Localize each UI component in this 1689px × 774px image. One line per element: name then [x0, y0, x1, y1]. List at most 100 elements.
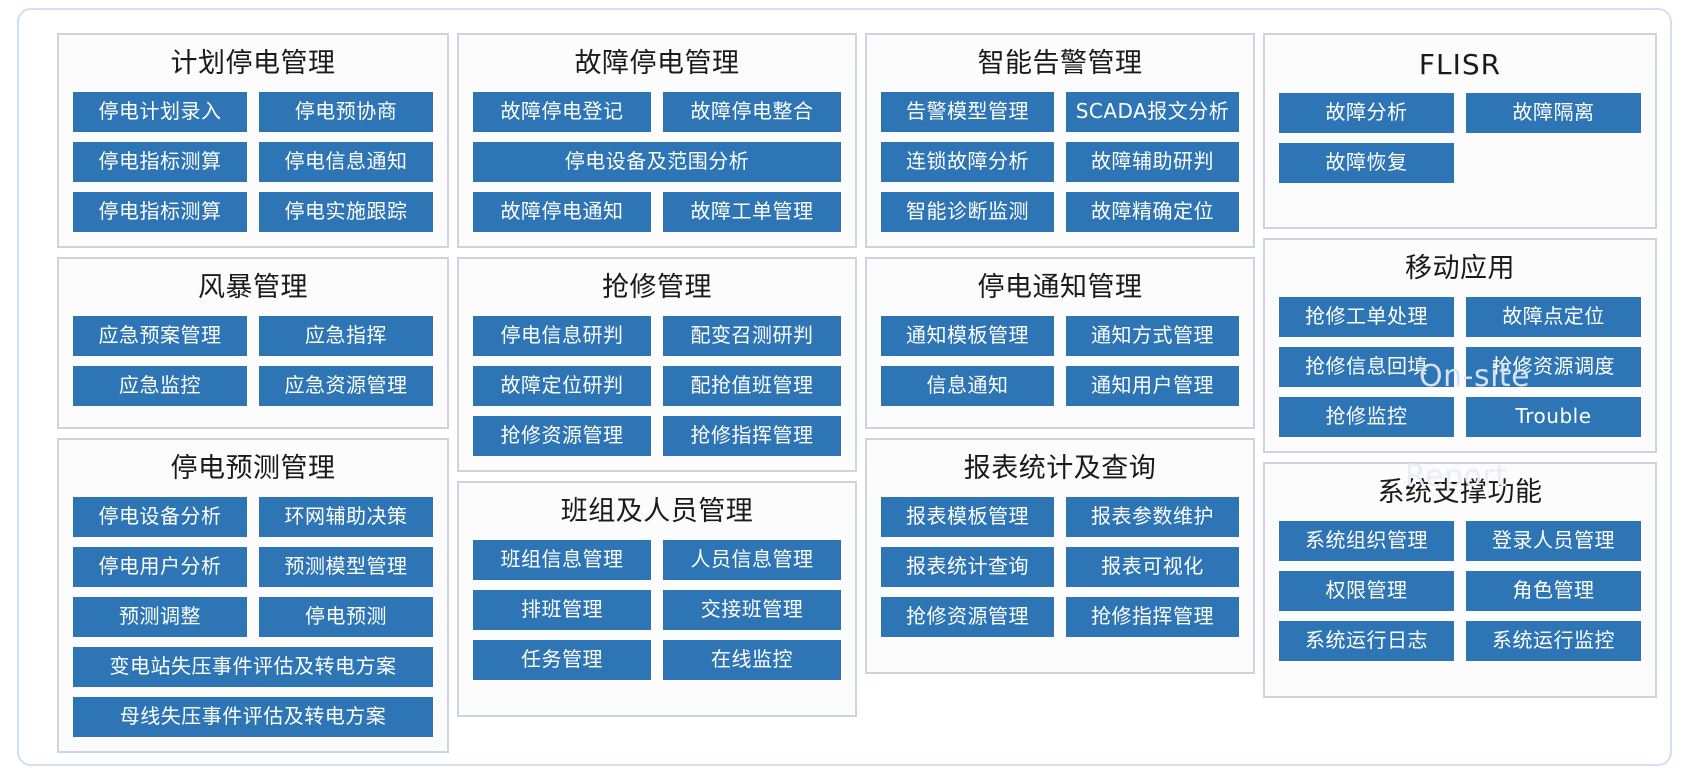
button-fault-outage-integration[interactable]: 故障停电整合 — [663, 91, 841, 132]
button-task-management[interactable]: 任务管理 — [473, 639, 651, 680]
button-row: 任务管理 在线监控 — [473, 639, 841, 680]
button-implementation-tracking[interactable]: 停电实施跟踪 — [259, 191, 433, 232]
panel-report-query[interactable]: 报表统计及查询 报表模板管理 报表参数维护 报表统计查询 报表可视化 抢修资源管… — [865, 437, 1255, 674]
button-system-org-management[interactable]: 系统组织管理 — [1279, 520, 1454, 561]
button-row: 抢修资源管理 抢修指挥管理 — [881, 596, 1239, 637]
button-info-notification[interactable]: 信息通知 — [881, 365, 1054, 406]
button-repair-resource-management[interactable]: 抢修资源管理 — [473, 415, 651, 456]
button-index-calc-2[interactable]: 停电指标测算 — [73, 191, 247, 232]
button-row: 停电计划录入 停电预协商 — [73, 91, 433, 132]
panel-title-report-query: 报表统计及查询 — [963, 452, 1157, 484]
button-repair-work-order-handling[interactable]: 抢修工单处理 — [1279, 296, 1454, 337]
button-report-repair-resource[interactable]: 抢修资源管理 — [881, 596, 1054, 637]
button-plan-entry[interactable]: 停电计划录入 — [73, 91, 247, 132]
button-alarm-model-management[interactable]: 告警模型管理 — [881, 91, 1054, 132]
panel-fault-outage[interactable]: 故障停电管理 故障停电登记 故障停电整合 停电设备及范围分析 故障停电通知 故障… — [457, 33, 857, 248]
button-fault-location-judgment[interactable]: 故障定位研判 — [473, 365, 651, 406]
panel-title-flisr: FLISR — [1418, 48, 1502, 81]
panel-mobile-app[interactable]: 移动应用 抢修工单处理 故障点定位 抢修信息回填 抢修资源调度 抢修监控 Tro — [1263, 238, 1657, 453]
button-row: 停电设备分析 环网辅助决策 — [73, 496, 433, 537]
button-fault-outage-notice[interactable]: 故障停电通知 — [473, 191, 651, 232]
button-info-notice[interactable]: 停电信息通知 — [259, 141, 433, 182]
button-emergency-plan[interactable]: 应急预案管理 — [73, 315, 247, 356]
button-fault-outage-registration[interactable]: 故障停电登记 — [473, 91, 651, 132]
panel-planned-outage[interactable]: 计划停电管理 停电计划录入 停电预协商 停电指标测算 停电信息通知 停电指标测算 — [57, 33, 449, 248]
button-shift-scheduling[interactable]: 排班管理 — [473, 589, 651, 630]
button-smart-diagnosis-monitoring[interactable]: 智能诊断监测 — [881, 191, 1054, 232]
button-outage-equipment-analysis[interactable]: 停电设备分析 — [73, 496, 247, 537]
button-emergency-resource[interactable]: 应急资源管理 — [259, 365, 433, 406]
button-fault-point-location[interactable]: 故障点定位 — [1466, 296, 1641, 337]
button-forecast-model-management[interactable]: 预测模型管理 — [259, 546, 433, 587]
panel-outage-forecast[interactable]: 停电预测管理 停电设备分析 环网辅助决策 停电用户分析 预测模型管理 预测调整 — [57, 437, 449, 753]
button-repair-command-management[interactable]: 抢修指挥管理 — [663, 415, 841, 456]
panel-title-system-support: 系统支撑功能 — [1377, 476, 1543, 508]
button-emergency-command[interactable]: 应急指挥 — [259, 315, 433, 356]
button-pre-negotiation[interactable]: 停电预协商 — [259, 91, 433, 132]
button-group-fault-outage: 故障停电登记 故障停电整合 停电设备及范围分析 故障停电通知 故障工单管理 — [473, 91, 841, 232]
button-index-calc-1[interactable]: 停电指标测算 — [73, 141, 247, 182]
panel-flisr[interactable]: FLISR 故障分析 故障隔离 故障恢复 — [1263, 33, 1657, 229]
button-trouble[interactable]: Trouble — [1466, 396, 1641, 437]
panel-system-support[interactable]: 系统支撑功能 系统组织管理 登录人员管理 权限管理 角色管理 系统运行日志 系统 — [1263, 461, 1657, 698]
panel-repair-management[interactable]: 抢修管理 停电信息研判 配变召测研判 故障定位研判 配抢值班管理 抢修资源管理 — [457, 256, 857, 472]
panel-outage-notice[interactable]: 停电通知管理 通知模板管理 通知方式管理 信息通知 通知用户管理 — [865, 256, 1255, 429]
button-fault-precise-location[interactable]: 故障精确定位 — [1066, 191, 1239, 232]
panel-storm-management[interactable]: 风暴管理 应急预案管理 应急指挥 应急监控 应急资源管理 — [57, 256, 449, 429]
button-report-visualization[interactable]: 报表可视化 — [1066, 546, 1239, 587]
button-role-management[interactable]: 角色管理 — [1466, 570, 1641, 611]
button-permission-management[interactable]: 权限管理 — [1279, 570, 1454, 611]
button-ring-network-decision[interactable]: 环网辅助决策 — [259, 496, 433, 537]
column-1: 计划停电管理 停电计划录入 停电预协商 停电指标测算 停电信息通知 停电指标测算 — [57, 33, 449, 758]
button-report-template-management[interactable]: 报表模板管理 — [881, 496, 1054, 537]
button-team-info-management[interactable]: 班组信息管理 — [473, 539, 651, 580]
panel-team-personnel[interactable]: 班组及人员管理 班组信息管理 人员信息管理 排班管理 交接班管理 任务管理 在线 — [457, 480, 857, 717]
button-personnel-info-management[interactable]: 人员信息管理 — [663, 539, 841, 580]
button-system-running-monitor[interactable]: 系统运行监控 — [1466, 620, 1641, 661]
button-outage-info-judgment[interactable]: 停电信息研判 — [473, 315, 651, 356]
button-repair-resource-dispatch[interactable]: 抢修资源调度 — [1466, 346, 1641, 387]
button-row: 应急监控 应急资源管理 — [73, 365, 433, 406]
button-report-parameter-maintenance[interactable]: 报表参数维护 — [1066, 496, 1239, 537]
button-repair-info-backfill[interactable]: 抢修信息回填 — [1279, 346, 1454, 387]
button-shift-handover[interactable]: 交接班管理 — [663, 589, 841, 630]
panel-title-team-personnel: 班组及人员管理 — [560, 495, 754, 527]
button-busbar-voltage-loss-plan[interactable]: 母线失压事件评估及转电方案 — [73, 696, 433, 737]
button-fault-isolation[interactable]: 故障隔离 — [1466, 93, 1641, 134]
button-row: 报表模板管理 报表参数维护 — [881, 496, 1239, 537]
button-outage-forecast[interactable]: 停电预测 — [259, 596, 433, 637]
button-outage-user-analysis[interactable]: 停电用户分析 — [73, 546, 247, 587]
button-cascading-fault-analysis[interactable]: 连锁故障分析 — [881, 141, 1054, 182]
button-login-personnel-management[interactable]: 登录人员管理 — [1466, 520, 1641, 561]
button-repair-monitoring[interactable]: 抢修监控 — [1279, 396, 1454, 437]
button-group-smart-alarm: 告警模型管理 SCADA报文分析 连锁故障分析 故障辅助研判 智能诊断监测 故障… — [881, 91, 1239, 232]
button-fault-recovery[interactable]: 故障恢复 — [1279, 143, 1454, 184]
button-row: 抢修监控 Trouble — [1279, 396, 1641, 437]
button-notice-template-management[interactable]: 通知模板管理 — [881, 315, 1054, 356]
button-fault-analysis[interactable]: 故障分析 — [1279, 93, 1454, 134]
button-fault-work-order[interactable]: 故障工单管理 — [663, 191, 841, 232]
button-duty-shift-management[interactable]: 配抢值班管理 — [663, 365, 841, 406]
button-fault-assist-judgment[interactable]: 故障辅助研判 — [1066, 141, 1239, 182]
panel-smart-alarm[interactable]: 智能告警管理 告警模型管理 SCADA报文分析 连锁故障分析 故障辅助研判 智能… — [865, 33, 1255, 248]
button-group-team-personnel: 班组信息管理 人员信息管理 排班管理 交接班管理 任务管理 在线监控 — [473, 539, 841, 680]
button-notice-method-management[interactable]: 通知方式管理 — [1066, 315, 1239, 356]
button-substation-voltage-loss-plan[interactable]: 变电站失压事件评估及转电方案 — [73, 646, 433, 687]
button-report-repair-command[interactable]: 抢修指挥管理 — [1066, 596, 1239, 637]
button-system-running-log[interactable]: 系统运行日志 — [1279, 620, 1454, 661]
button-transformer-measure-judgment[interactable]: 配变召测研判 — [663, 315, 841, 356]
button-forecast-adjustment[interactable]: 预测调整 — [73, 596, 247, 637]
button-notice-user-management[interactable]: 通知用户管理 — [1066, 365, 1239, 406]
module-grid: 计划停电管理 停电计划录入 停电预协商 停电指标测算 停电信息通知 停电指标测算 — [57, 33, 1674, 758]
button-row: 故障分析 故障隔离 — [1279, 93, 1641, 134]
button-group-report-query: 报表模板管理 报表参数维护 报表统计查询 报表可视化 抢修资源管理 抢修指挥管理 — [881, 496, 1239, 637]
button-online-monitoring[interactable]: 在线监控 — [663, 639, 841, 680]
button-emergency-monitor[interactable]: 应急监控 — [73, 365, 247, 406]
button-row: 停电用户分析 预测模型管理 — [73, 546, 433, 587]
button-report-statistics-query[interactable]: 报表统计查询 — [881, 546, 1054, 587]
button-scada-message-analysis[interactable]: SCADA报文分析 — [1066, 91, 1239, 132]
button-row: 停电指标测算 停电实施跟踪 — [73, 191, 433, 232]
button-row: 排班管理 交接班管理 — [473, 589, 841, 630]
button-outage-equipment-scope-analysis[interactable]: 停电设备及范围分析 — [473, 141, 841, 182]
